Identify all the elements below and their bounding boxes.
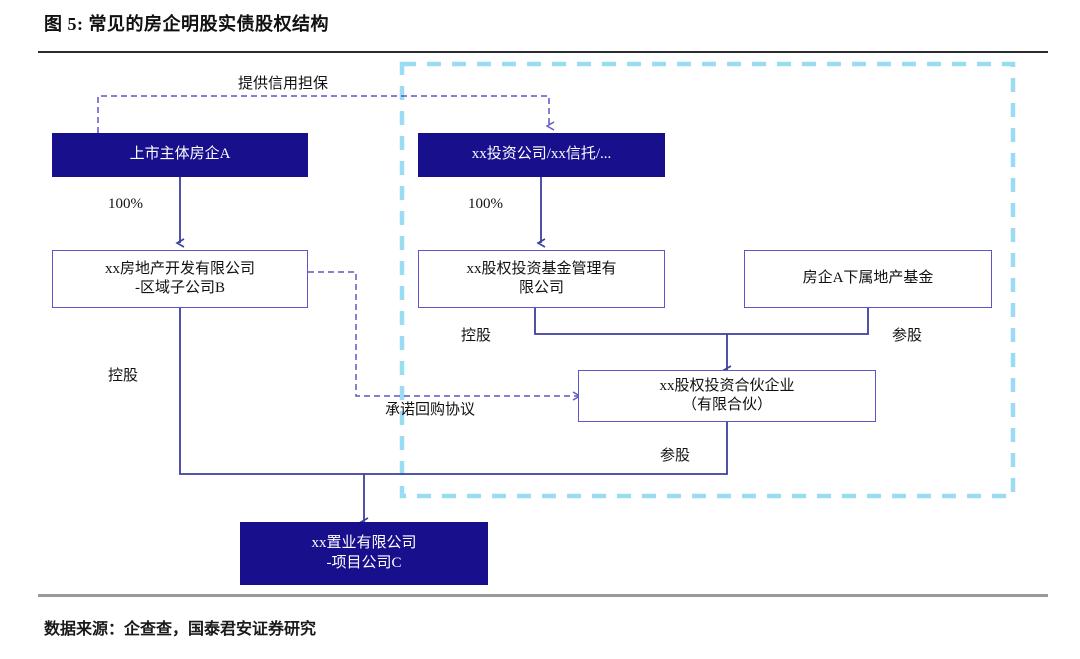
- source-divider: [38, 594, 1048, 597]
- node-developer-property-fund[interactable]: 房企A下属地产基金: [744, 250, 992, 308]
- edge-label-control-left: 控股: [108, 368, 139, 384]
- structured-finance-region-boundary: [399, 61, 1016, 499]
- node-project-company[interactable]: xx置业有限公司 -项目公司C: [240, 522, 488, 585]
- edge-label-100pct-right: 100%: [468, 196, 503, 212]
- page-title: 图 5: 常见的房企明股实债股权结构: [44, 14, 329, 34]
- node-fund-manager[interactable]: xx股权投资基金管理有 限公司: [418, 250, 665, 308]
- edge-label-buyback-agreement: 承诺回购协议: [385, 402, 476, 418]
- edge-label-credit-guarantee: 提供信用担保: [238, 76, 329, 92]
- edge-into-project-company: [179, 308, 728, 527]
- edge-into-partnership: [534, 308, 869, 375]
- edge-label-minority-partnership: 参股: [660, 448, 691, 464]
- edge-label-minority-right: 参股: [892, 328, 923, 344]
- node-investment-company[interactable]: xx投资公司/xx信托/...: [418, 133, 665, 177]
- node-listed-developer[interactable]: 上市主体房企A: [52, 133, 308, 177]
- source-note: 数据来源：企查查，国泰君安证券研究: [44, 621, 317, 638]
- title-divider: [38, 51, 1048, 53]
- node-investment-partnership[interactable]: xx股权投资合伙企业 （有限合伙）: [578, 370, 876, 422]
- edge-buyback-agreement: [308, 271, 582, 401]
- edge-label-100pct-left: 100%: [108, 196, 143, 212]
- edge-credit-guarantee: [97, 95, 555, 133]
- edge-label-control-right: 控股: [461, 328, 492, 344]
- node-regional-subsidiary[interactable]: xx房地产开发有限公司 -区域子公司B: [52, 250, 308, 308]
